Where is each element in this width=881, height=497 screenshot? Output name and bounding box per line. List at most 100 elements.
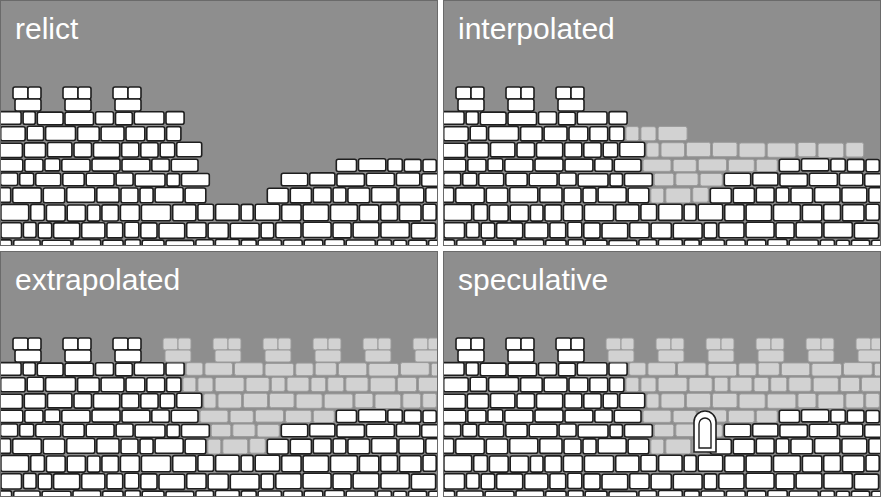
original-stone xyxy=(444,240,455,246)
original-stone xyxy=(474,455,488,471)
original-stone xyxy=(87,205,100,221)
reconstructed-stone xyxy=(666,439,691,454)
original-stone xyxy=(303,473,331,488)
original-stone xyxy=(196,491,214,497)
reconstructed-stone xyxy=(706,338,721,350)
reconstructed-stone xyxy=(658,377,687,391)
original-stone xyxy=(559,363,576,376)
reconstructed-stone xyxy=(198,378,213,392)
original-stone xyxy=(78,127,100,141)
panel: relict xyxy=(0,0,438,246)
original-stone xyxy=(537,394,563,408)
panel-label: extrapolated xyxy=(15,262,180,298)
reconstructed-stone xyxy=(678,363,707,376)
original-stone xyxy=(23,222,36,237)
window-frame xyxy=(694,411,716,452)
original-stone xyxy=(1,439,11,454)
original-stone xyxy=(303,222,331,237)
original-stone xyxy=(125,491,140,497)
original-stone xyxy=(565,143,582,157)
original-stone xyxy=(409,491,427,497)
original-stone xyxy=(550,474,566,489)
original-stone xyxy=(479,424,504,437)
original-stone xyxy=(802,159,829,171)
original-stone xyxy=(261,223,274,238)
reconstructed-stone xyxy=(338,363,366,376)
original-stone xyxy=(198,204,214,220)
original-stone xyxy=(96,363,114,376)
original-stone xyxy=(25,159,43,171)
original-stone xyxy=(609,240,637,246)
original-stone xyxy=(701,491,724,497)
original-stone xyxy=(756,188,774,203)
original-stone xyxy=(155,439,183,454)
reconstructed-stone xyxy=(355,393,373,407)
reconstructed-stone xyxy=(739,394,765,408)
original-stone xyxy=(585,240,607,246)
reconstructed-stone xyxy=(218,394,242,408)
original-stone xyxy=(13,338,28,350)
original-stone xyxy=(444,159,466,171)
original-stone xyxy=(1,223,22,238)
original-stone xyxy=(698,455,723,471)
original-stone xyxy=(411,474,435,489)
original-stone xyxy=(506,173,527,186)
original-stone xyxy=(46,126,76,140)
original-stone xyxy=(726,491,745,497)
original-stone xyxy=(20,173,34,186)
original-stone xyxy=(544,378,567,392)
reconstructed-stone xyxy=(428,338,438,350)
original-stone xyxy=(126,378,145,392)
original-stone xyxy=(67,205,85,221)
reconstructed-stone xyxy=(708,363,737,376)
original-stone xyxy=(480,363,506,376)
original-stone xyxy=(701,240,724,246)
original-stone xyxy=(48,143,72,157)
original-stone xyxy=(333,188,346,203)
reconstructed-stone xyxy=(708,350,734,362)
reconstructed-stone xyxy=(714,377,728,391)
original-stone xyxy=(215,240,239,247)
original-stone xyxy=(456,338,471,350)
original-stone xyxy=(74,143,92,157)
original-stone xyxy=(67,188,95,203)
original-stone xyxy=(147,378,165,392)
original-stone xyxy=(36,424,61,437)
original-stone xyxy=(590,127,608,141)
original-stone xyxy=(704,223,717,238)
original-stone xyxy=(815,188,840,203)
original-stone xyxy=(422,174,438,187)
original-stone xyxy=(140,439,153,454)
original-stone xyxy=(426,439,438,454)
original-stone xyxy=(847,410,864,422)
original-stone xyxy=(563,205,582,221)
reconstructed-stone xyxy=(840,377,859,391)
original-stone xyxy=(535,159,563,171)
original-stone xyxy=(506,87,521,99)
original-stone xyxy=(839,173,862,186)
reconstructed-stone xyxy=(871,338,881,350)
original-stone xyxy=(230,223,259,238)
original-stone xyxy=(756,439,774,454)
reconstructed-stone xyxy=(415,350,438,362)
original-stone xyxy=(471,87,484,99)
reconstructed-stone xyxy=(370,378,395,392)
original-stone xyxy=(86,424,114,437)
original-stone xyxy=(510,205,528,221)
original-stone xyxy=(628,188,649,203)
reconstructed-stone xyxy=(401,363,430,376)
original-stone xyxy=(537,143,563,157)
reconstructed-stone xyxy=(756,338,771,350)
original-stone xyxy=(824,222,852,237)
original-stone xyxy=(505,410,533,422)
original-stone xyxy=(545,205,562,221)
original-stone xyxy=(559,112,576,125)
original-stone xyxy=(46,456,65,472)
original-stone xyxy=(595,159,613,171)
original-stone xyxy=(558,350,584,362)
reconstructed-stone xyxy=(812,363,842,376)
original-stone xyxy=(563,456,582,472)
original-stone xyxy=(641,455,657,471)
original-stone xyxy=(457,491,483,497)
original-stone xyxy=(444,223,465,238)
